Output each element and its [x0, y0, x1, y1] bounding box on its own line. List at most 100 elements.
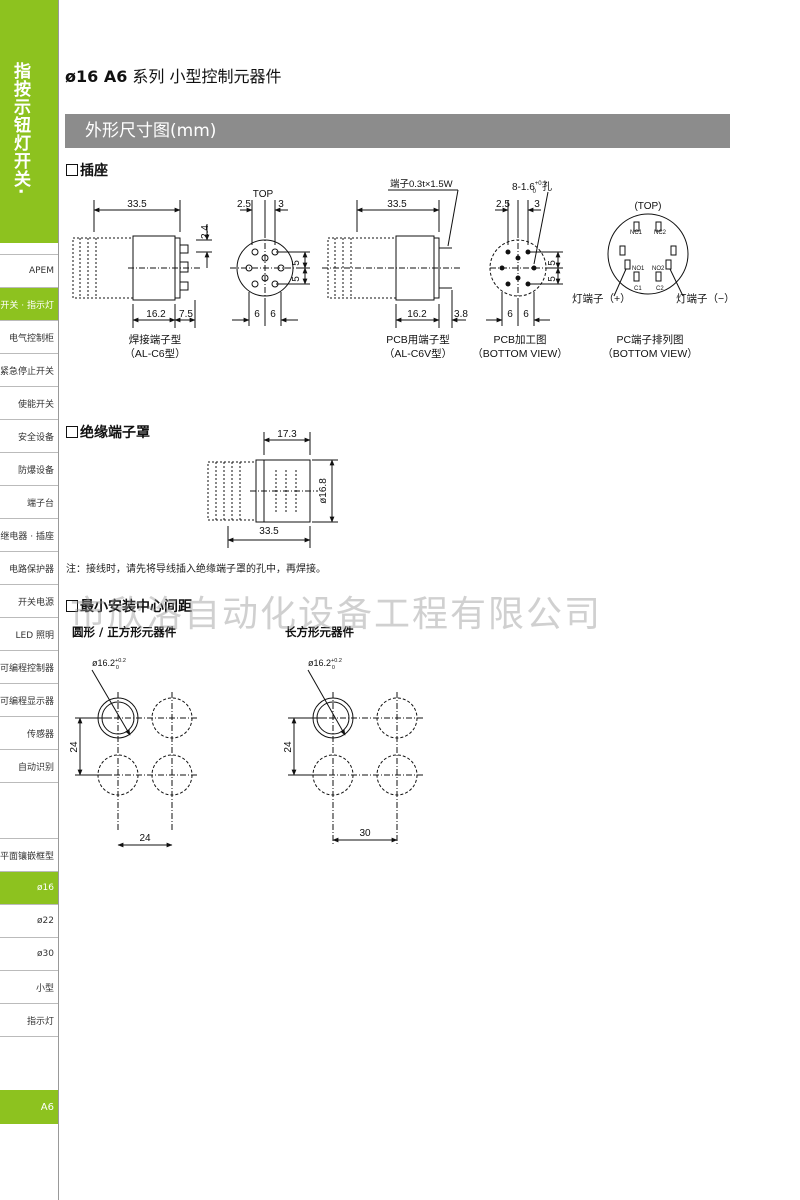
insulation-cover-drawing [207, 432, 338, 548]
spacing-heading-text: 最小安装中心间距 [80, 599, 192, 615]
sidebar-series-item[interactable]: ø16 [0, 872, 58, 905]
d2-bottom-dim-2: 6 [270, 309, 276, 320]
section-title-bar: 外形尺寸图(mm) [65, 114, 730, 148]
d4-top-dim-1: 2.5 [496, 199, 510, 210]
sidebar-series-item[interactable]: 小型 [0, 971, 58, 1004]
socket-heading-text: 插座 [80, 163, 108, 179]
sidebar-nav-item[interactable]: 使能开关 [0, 387, 58, 420]
sidebar-nav-item[interactable]: LED 照明 [0, 618, 58, 651]
sidebar-nav-item[interactable]: 电路保护器 [0, 552, 58, 585]
sidebar-nav-item[interactable]: 紧急停止开关 [0, 354, 58, 387]
d2-right-dim-2: 5 [291, 276, 302, 282]
d4-bottom-dim-2: 6 [523, 309, 529, 320]
sidebar-series-item[interactable]: 指示灯 [0, 1004, 58, 1037]
d2-top-dim-1: 2.5 [237, 199, 251, 210]
pin-c1: C1 [634, 286, 642, 292]
d3-terminal-label: 端子0.3t×1.5W [390, 178, 453, 190]
d1-bottom-dim-2: 7.5 [179, 309, 193, 320]
d5-caption: PC端子排列图 [616, 333, 683, 346]
sidebar-nav-item[interactable]: APEM [0, 255, 58, 288]
watermark-text: 市欣洛自动化设备工程有限公司 [70, 594, 603, 635]
socket-heading: 插座 [66, 160, 108, 180]
pin-no1: NO1 [632, 266, 645, 272]
d2-top-label: TOP [253, 189, 274, 200]
wiring-note: 注：接线时，请先将导线插入绝缘端子罩的孔中，再焊接。 [66, 564, 326, 575]
d3-bottom-dim-2: 3.8 [454, 309, 468, 320]
solder-socket-side-view [72, 200, 212, 328]
sidebar-nav-item[interactable]: 可编程显示器 [0, 684, 58, 717]
d2-top-dim-2: 3 [278, 199, 284, 210]
pin-nc2: NC2 [654, 230, 667, 236]
d1-caption-model: （AL-C6型） [124, 347, 185, 360]
sidebar-footer-label: A6 [0, 1090, 58, 1124]
sidebar-nav-item[interactable]: 自动识别 [0, 750, 58, 783]
sidebar-series-item[interactable]: ø22 [0, 905, 58, 938]
rectangular-label: 长方形元器件 [285, 625, 354, 639]
d3-caption-model: （AL-C6V型） [384, 347, 452, 360]
pcb-drilling-view [486, 191, 563, 326]
cover-heading: 绝缘端子罩 [66, 422, 150, 442]
sidebar-nav-item[interactable]: 开关电源 [0, 585, 58, 618]
d3-caption: PCB用端子型 [386, 333, 450, 346]
sidebar-nav-item[interactable]: 开关 · 指示灯 [0, 288, 58, 321]
d1-right-dim: 2.4 [200, 225, 211, 239]
rect-h-dim: 30 [359, 828, 371, 839]
d4-caption-view: （BOTTOM VIEW） [472, 348, 567, 360]
d4-bottom-dim-1: 6 [507, 309, 513, 320]
pcb-socket-side-view [322, 189, 466, 328]
cover-bottom-dim: 33.5 [259, 526, 279, 537]
cover-side-dim: ø16.8 [318, 478, 329, 504]
round-h-dim: 24 [139, 833, 151, 844]
checkbox-square-icon [66, 600, 78, 612]
sidebar-nav-item[interactable]: 可编程控制器 [0, 651, 58, 684]
pc-terminal-layout [607, 213, 689, 297]
checkbox-square-icon [66, 164, 78, 176]
pin-no2: NO2 [652, 266, 665, 272]
d5-top-label: (TOP) [634, 201, 661, 212]
sidebar-nav-item[interactable]: 防爆设备 [0, 453, 58, 486]
lamp-terminal-plus: 灯端子（+） [572, 292, 631, 305]
sidebar-nav-item[interactable]: 电气控制柜 [0, 321, 58, 354]
sidebar-category-banner: 指按示钮灯开关· [0, 0, 58, 243]
d2-bottom-dim-1: 6 [254, 309, 260, 320]
sidebar-series-item[interactable]: ø30 [0, 938, 58, 971]
d1-top-dim: 33.5 [127, 199, 147, 210]
d1-caption: 焊接端子型 [129, 333, 182, 346]
d4-right-dim-1: 5 [547, 260, 558, 266]
cover-heading-text: 绝缘端子罩 [80, 425, 150, 441]
sidebar-nav-item[interactable]: 传感器 [0, 717, 58, 750]
d4-top-dim-2: 3 [534, 199, 540, 210]
d4-right-dim-2: 5 [547, 276, 558, 282]
d4-caption: PCB加工图 [493, 334, 546, 346]
checkbox-square-icon [66, 426, 78, 438]
pin-c2: C2 [656, 286, 664, 292]
pin-nc1: NC1 [630, 230, 643, 236]
page-title: ø16 A6 系列 小型控制元器件 [65, 63, 282, 87]
sidebar-nav-item[interactable]: 安全设备 [0, 420, 58, 453]
sidebar-category-title: 指按示钮灯开关· [10, 62, 30, 196]
socket-top-view [230, 200, 310, 326]
lamp-terminal-minus: 灯端子（−） [676, 292, 735, 305]
d3-bottom-dim-1: 16.2 [407, 309, 427, 320]
d2-right-dim-1: 5 [291, 260, 302, 266]
round-square-label: 圆形 / 正方形元器件 [72, 625, 177, 639]
page-title-series: ø16 A6 [65, 67, 128, 86]
round-spacing-drawing [75, 669, 198, 848]
rect-v-dim: 24 [283, 741, 294, 753]
rect-spacing-drawing [288, 669, 423, 845]
cover-top-dim: 17.3 [277, 429, 297, 440]
d5-caption-view: （BOTTOM VIEW） [602, 348, 697, 360]
page-title-desc: 系列 小型控制元器件 [127, 67, 282, 86]
spacing-heading: 最小安装中心间距 [66, 596, 192, 616]
sidebar-series-item[interactable]: 平面镶嵌框型 [0, 839, 58, 872]
d3-top-dim: 33.5 [387, 199, 407, 210]
round-v-dim: 24 [69, 741, 80, 753]
sidebar-nav-item[interactable]: 继电器 · 插座 [0, 519, 58, 552]
sidebar-nav-item[interactable]: 端子台 [0, 486, 58, 519]
